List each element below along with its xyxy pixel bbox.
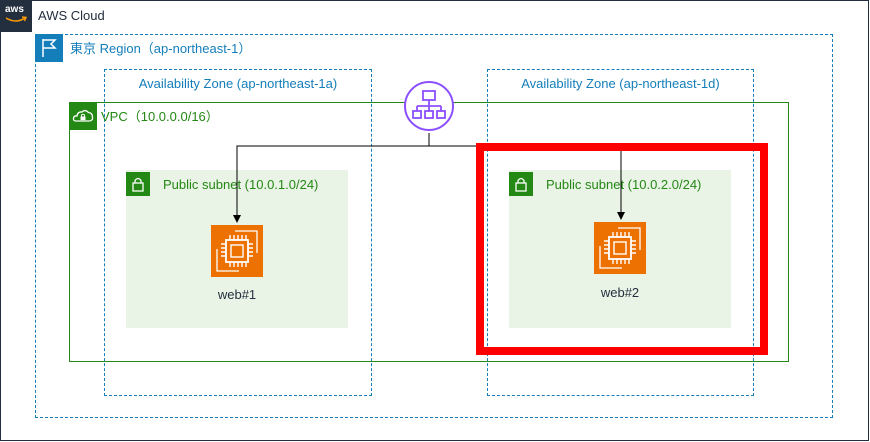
subnet-lock-icon (126, 172, 150, 196)
highlight-box (476, 143, 768, 355)
subnet-lock-icon (509, 172, 533, 196)
availability-zone-1d (487, 69, 754, 396)
region-flag-icon (35, 34, 63, 62)
ec2-instance-icon (211, 225, 263, 277)
aws-smile-icon (5, 16, 27, 22)
az-1a-label: Availability Zone (ap-northeast-1a) (138, 76, 338, 91)
subnet-1-label: Public subnet (10.0.1.0/24) (163, 177, 319, 192)
region-group (35, 34, 833, 418)
availability-zone-1a (104, 69, 372, 396)
aws-logo-text: aws (5, 4, 24, 15)
vpc-label: VPC（10.0.0.0/16） (101, 109, 219, 124)
aws-cloud-icon: aws (0, 0, 32, 32)
region-label: 東京 Region（ap-northeast-1） (70, 41, 252, 56)
load-balancer-icon (402, 79, 456, 133)
lb-to-web1-arrow (233, 133, 430, 223)
vpc-cloud-lock-icon (69, 102, 97, 130)
aws-cloud-label: AWS Cloud (38, 8, 105, 23)
subnet-2-label: Public subnet (10.0.2.0/24) (546, 177, 702, 192)
instance-web2-label: web#2 (600, 285, 640, 300)
instance-web1-label: web#1 (217, 287, 257, 302)
ec2-instance-icon (594, 222, 646, 274)
az-1d-label: Availability Zone (ap-northeast-1d) (521, 76, 720, 91)
